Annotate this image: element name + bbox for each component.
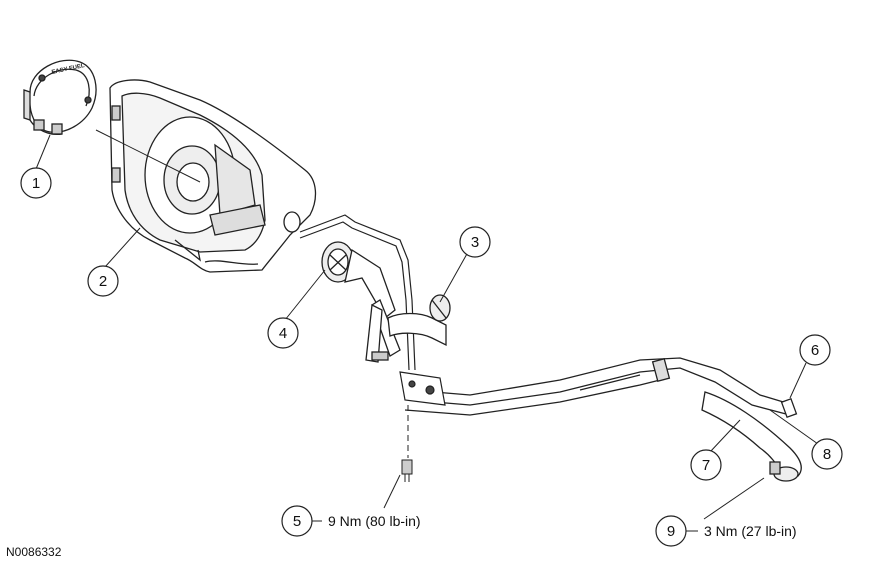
mounting-bracket — [399, 371, 446, 406]
svg-text:5: 5 — [293, 513, 301, 530]
svg-text:3: 3 — [471, 234, 479, 251]
callout-6: 6 — [799, 334, 831, 366]
svg-text:6: 6 — [811, 342, 819, 359]
fuel-cap-part — [23, 59, 97, 136]
vent-connector-part — [387, 294, 451, 347]
torque-spec-5: 9 Nm (80 lb-in) — [328, 513, 421, 529]
callout-3: 3 — [459, 226, 491, 258]
torque-spec-9: 3 Nm (27 lb-in) — [704, 523, 797, 539]
callout-4: 4 — [267, 317, 299, 349]
callout-7: 7 — [690, 449, 722, 481]
svg-text:1: 1 — [32, 175, 40, 192]
filler-housing-part — [109, 79, 317, 273]
svg-text:7: 7 — [702, 457, 710, 474]
callout-2: 2 — [87, 265, 119, 297]
filler-neck-part — [321, 241, 401, 363]
svg-text:9: 9 — [667, 523, 675, 540]
leader-lines — [35, 129, 819, 532]
svg-text:4: 4 — [279, 325, 287, 342]
callout-8: 8 — [811, 438, 843, 470]
callout-1: 1 — [20, 167, 52, 199]
callout-9: 9 — [655, 515, 687, 547]
svg-text:2: 2 — [99, 273, 107, 290]
fill-tube-part — [404, 357, 802, 482]
figure-id: N0086332 — [6, 545, 62, 559]
svg-text:8: 8 — [823, 446, 831, 463]
callout-5: 5 — [281, 505, 313, 537]
vent-line — [299, 214, 416, 371]
bolt-part — [401, 459, 413, 482]
